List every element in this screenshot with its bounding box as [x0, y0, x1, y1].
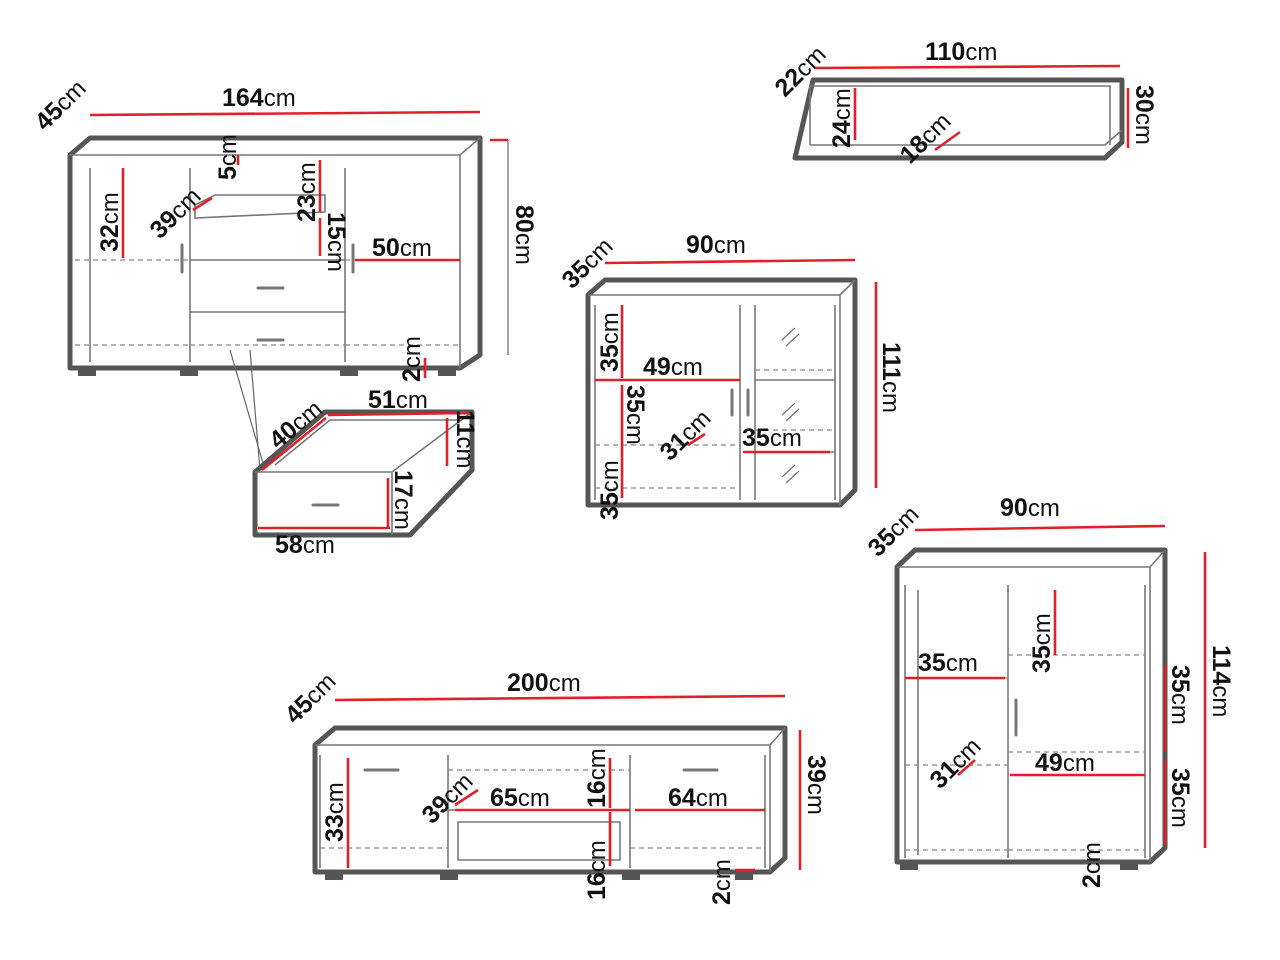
wall-shelf	[792, 64, 1130, 161]
sideboard	[67, 110, 509, 471]
display-cabinet-shelf-top-label: 35cm	[596, 312, 624, 372]
tv-stand-side-height-label: 33cm	[321, 782, 349, 842]
drawer-front-width-label: 58cm	[275, 531, 335, 559]
tv-stand-niche-top-label: 16cm	[583, 748, 611, 808]
drawer-inner-width-label: 51cm	[368, 386, 428, 414]
highboard-side-bottom-label: 35cm	[1166, 768, 1194, 828]
tv-stand-width-label: 200cm	[507, 669, 581, 697]
tv-stand-body	[312, 725, 788, 875]
display-cabinet	[585, 258, 878, 508]
tv-stand	[312, 694, 802, 880]
wall-shelf-width-label: 110cm	[925, 38, 997, 66]
highboard	[894, 524, 1207, 870]
sideboard-drawer-front-label: 15cm	[322, 212, 350, 272]
drawer-inner-height-label: 11cm	[451, 410, 479, 468]
wall-shelf-height-label: 30cm	[1130, 85, 1158, 145]
tv-stand-right-width-label: 64cm	[668, 784, 728, 812]
highboard-left-width-label: 35cm	[918, 649, 978, 677]
wall-shelf-inner-height-label: 24cm	[828, 88, 856, 148]
display-cabinet-shelf-bottom-label: 35cm	[596, 460, 624, 520]
highboard-width-label: 90cm	[1000, 494, 1060, 522]
tv-stand-depth-label: 45cm	[279, 667, 341, 729]
highboard-top-gap-label: 35cm	[1028, 613, 1056, 673]
sideboard-depth-label: 45cm	[29, 74, 91, 136]
drawer-front-height-label: 17cm	[389, 470, 417, 530]
sideboard-width-label: 164cm	[222, 84, 296, 112]
highboard-inner-width-label: 49cm	[1035, 749, 1095, 777]
display-cabinet-shelf-mid-label: 35cm	[621, 385, 649, 445]
display-cabinet-body	[585, 277, 858, 508]
highboard-body	[894, 547, 1168, 865]
display-cabinet-glass-width-label: 35cm	[742, 424, 802, 452]
sideboard-height-label: 80cm	[510, 205, 538, 265]
highboard-plinth-label: 2cm	[1078, 842, 1106, 888]
drawer	[252, 409, 475, 538]
highboard-height-label: 114cm	[1207, 645, 1235, 717]
display-cabinet-width-label: 90cm	[686, 231, 746, 259]
sideboard-niche-height-label: 23cm	[293, 162, 321, 222]
tv-stand-plinth-label: 2cm	[708, 859, 736, 905]
highboard-side-mid-label: 35cm	[1166, 665, 1194, 725]
sideboard-top-gap-label: 5cm	[214, 134, 242, 180]
sideboard-body	[67, 135, 483, 371]
tv-stand-niche-bottom-label: 16cm	[583, 840, 611, 900]
display-cabinet-inner-width-label: 49cm	[643, 353, 703, 381]
sideboard-shelf-gap-label: 32cm	[96, 192, 124, 252]
tv-stand-middle-width-label: 65cm	[490, 784, 550, 812]
tv-stand-height-label: 39cm	[802, 755, 830, 815]
drawer-body	[252, 409, 475, 538]
display-cabinet-height-label: 111cm	[877, 342, 905, 413]
sideboard-plinth-label: 2cm	[398, 336, 426, 382]
sideboard-side-width-label: 50cm	[372, 234, 432, 262]
